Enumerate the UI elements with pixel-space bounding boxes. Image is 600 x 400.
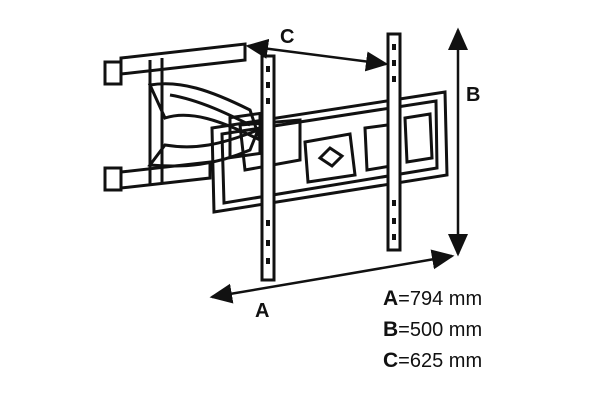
dimension-arrows: [209, 27, 468, 304]
dimension-sep: =: [398, 319, 410, 341]
dimension-arrow-a: [209, 275, 331, 304]
dimension-letter: C: [383, 349, 399, 372]
dimension-value: 625 mm: [409, 350, 483, 372]
dimension-arrow-c: [245, 38, 270, 59]
dimension-letter: A: [383, 287, 399, 310]
label-c: C: [280, 26, 295, 48]
dimension-sep: =: [398, 288, 410, 310]
rail-holes: [266, 44, 396, 264]
dimension-b: B=500 mm: [383, 318, 482, 342]
dimension-value: 500 mm: [409, 319, 483, 341]
label-b: B: [466, 84, 481, 106]
label-a: A: [255, 300, 270, 322]
dimension-c: C=625 mm: [383, 349, 482, 373]
dimension-sep: =: [398, 350, 410, 372]
dimension-letter: B: [383, 318, 399, 341]
dimension-a: A=794 mm: [383, 287, 482, 311]
dimension-value: 794 mm: [409, 288, 483, 310]
vertical-rails: [260, 32, 402, 282]
